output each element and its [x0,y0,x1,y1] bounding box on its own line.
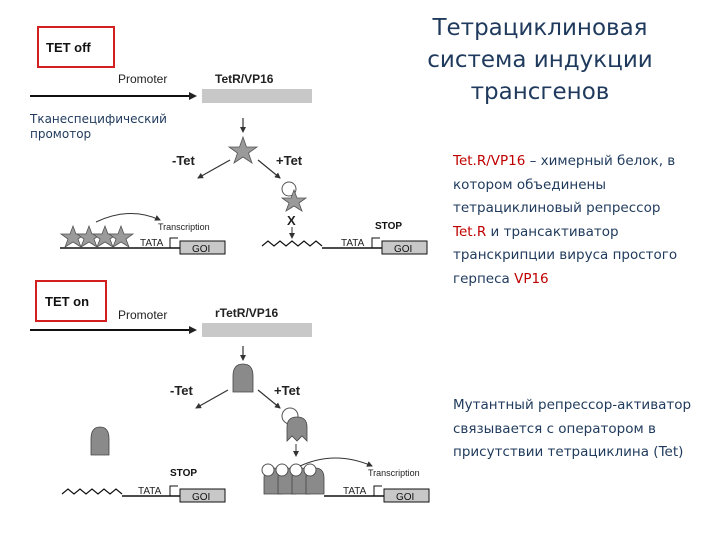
off-goi-left: GOI [192,244,210,255]
on-tss-left [170,486,178,496]
on-active-protein-icon [287,417,307,441]
on-transcription-label: Transcription [368,468,420,478]
on-bound-complexes [262,464,324,494]
off-plus-tet: +Tet [276,153,303,168]
on-tata-right: TATA [343,486,367,497]
off-stop-label: STOP [375,221,402,232]
bound-tet-icon [276,464,288,476]
tet-on-panel: TET on Promoter rTetR/VP16 -Tet +Tet STO… [30,281,429,503]
on-promoter-label: Promoter [118,308,167,322]
on-fusion-gene-bar [202,323,312,337]
off-transcription-label: Transcription [158,222,210,232]
off-arrow-left [198,160,230,178]
on-operator-zigzag [62,489,122,494]
bound-tet-icon [262,464,274,476]
on-minus-tet: -Tet [170,383,194,398]
off-blocked-x: X [287,213,296,228]
tetr-vp16-star-icon [229,137,257,163]
on-goi-right: GOI [396,492,414,503]
off-operator-zigzag [262,241,322,246]
rtetr-protein-icon [233,364,253,392]
off-promoter-label: Promoter [118,72,167,86]
tet-off-label: TET off [46,40,91,55]
bound-star-icon [109,226,133,247]
tet-on-label: TET on [45,294,89,309]
on-fusion-label: rTetR/VP16 [215,306,278,320]
on-plus-tet: +Tet [274,383,301,398]
bound-tet-icon [304,464,316,476]
off-fusion-label: TetR/VP16 [215,72,274,86]
on-tata-left: TATA [138,486,162,497]
off-goi-right: GOI [394,244,412,255]
on-tss-right [374,486,382,496]
on-arrow-left [196,390,228,408]
off-bound-stars [61,226,133,247]
off-tata-right: TATA [341,238,365,249]
on-goi-left: GOI [192,492,210,503]
on-stop-label: STOP [170,468,197,479]
off-fusion-gene-bar [202,89,312,103]
off-minus-tet: -Tet [172,153,196,168]
off-tata-left: TATA [140,238,164,249]
off-tss-left [170,238,178,248]
tet-off-panel: TET off Promoter TetR/VP16 -Tet +Tet Tra… [30,27,427,255]
off-transcription-arrow [96,213,160,222]
off-tss-right [372,238,380,248]
on-unbound-protein-icon [91,427,109,455]
